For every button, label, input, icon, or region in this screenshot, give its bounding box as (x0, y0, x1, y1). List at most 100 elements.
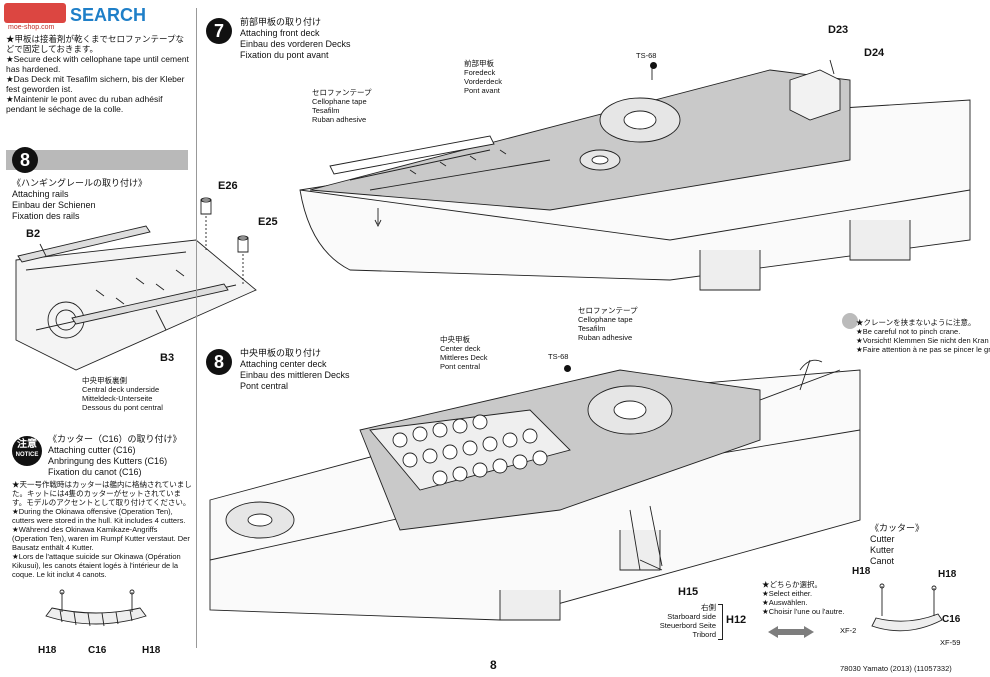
step7-part-d23: D23 (828, 24, 849, 36)
top-note: ★甲板は接着剤が乾くまでセロファンテープなどで固定しておきます。 ★Secure… (6, 34, 190, 114)
double-arrow-icon (768, 626, 814, 638)
cutter-title-fr: Fixation du canot (C16) (48, 467, 142, 477)
rails-caption-fr: Dessous du pont central (82, 403, 163, 412)
part-h12: H12 (726, 614, 747, 626)
step8-main-title-fr: Pont central (240, 381, 289, 391)
part-b2: B2 (26, 228, 41, 240)
step7-tape-label: セロファンテープ Cellophane tape Tesafilm Ruban … (312, 88, 372, 124)
crane-note-de: ★Vorsicht! Klemmen Sie nicht den Kran ei… (856, 336, 990, 345)
notice-badge-ja: 注意 (17, 439, 37, 450)
step7-part-d24: D24 (864, 47, 885, 59)
watermark-mark (4, 3, 66, 23)
cutter-right-h18-left: H18 (852, 566, 871, 577)
cutter-left-h18: H18 (38, 645, 57, 656)
watermark-brand: SEARCH (70, 5, 147, 25)
select-ja: ★どちらか選択。 (762, 580, 822, 589)
crane-note: ★クレーンを挟まないように注意。 ★Be careful not to pinc… (856, 318, 990, 354)
step8-ts68-label: TS-68 (548, 352, 569, 361)
column-divider (196, 8, 197, 648)
top-note-fr: ★Maintenir le pont avec du ruban adhésif… (6, 94, 163, 114)
watermark-site: moe-shop.com (8, 24, 55, 31)
step8-left-title-de: Einbau der Schienen (12, 200, 96, 210)
cutter-left-c16: C16 (88, 645, 107, 656)
starboard-ja: 右側 (701, 603, 716, 612)
part-h15: H15 (678, 586, 699, 598)
step8-center-deck-en: Center deck (440, 344, 481, 353)
step8-tape-de: Tesafilm (578, 324, 606, 333)
step7-title-en: Attaching front deck (240, 28, 320, 38)
step8-left-title-ja: 《ハンギングレールの取り付け》 (12, 178, 148, 188)
cutter-left-h18b: H18 (142, 645, 161, 656)
cutter-right-title-fr: Canot (870, 556, 895, 566)
step7-foredeck-ja: 前部甲板 (464, 59, 494, 68)
crane-warning-dot (842, 313, 858, 329)
step8-main-title-en: Attaching center deck (240, 359, 327, 369)
step7-title-fr: Fixation du pont avant (240, 50, 329, 60)
step8-left-number: 8 (12, 147, 38, 173)
cutter-body: ★天一号作戦時はカッターは艦内に格納されていました。キットには4隻のカッターがセ… (12, 480, 194, 579)
notice-badge: 注意 NOTICE (12, 436, 42, 466)
select-fr: ★Choisir l'une ou l'autre. (762, 607, 845, 616)
cutter-title: 《カッター（C16）の取り付け》 Attaching cutter (C16) … (48, 434, 182, 478)
page-number: 8 (490, 658, 497, 672)
step7-foredeck-label: 前部甲板 Foredeck Vorderdeck Pont avant (464, 59, 502, 95)
step8-main-title: 中央甲板の取り付け Attaching center deck Einbau d… (240, 348, 350, 392)
step8-left-title-fr: Fixation des rails (12, 211, 80, 221)
cutter-right-title-ja: 《カッター》 (870, 523, 925, 533)
starboard-bracket (718, 604, 723, 640)
step7-ship-drawing (299, 59, 971, 291)
step7-tape-ja: セロファンテープ (312, 88, 372, 97)
step7-title: 前部甲板の取り付け Attaching front deck Einbau de… (240, 17, 351, 61)
crane-note-ja: ★クレーンを挟まないように注意。 (856, 318, 976, 327)
step8-center-deck-ja: 中央甲板 (440, 335, 470, 344)
cutter-right-drawing (871, 583, 943, 632)
top-note-ja: ★甲板は接着剤が乾くまでセロファンテープなどで固定しておきます。 (6, 34, 184, 54)
step7-foredeck-de: Vorderdeck (464, 77, 502, 86)
cutter-right-h18-right: H18 (938, 569, 957, 580)
cutter-boat-drawing (45, 589, 147, 627)
cutter-right-c16: C16 (942, 614, 961, 625)
cutter-title-de: Anbringung des Kutters (C16) (48, 456, 168, 466)
step8-tape-en: Cellophane tape (578, 315, 633, 324)
part-b3: B3 (160, 352, 175, 364)
step7-title-ja: 前部甲板の取り付け (240, 17, 322, 27)
select-either-note: ★どちらか選択。 ★Select either. ★Auswählen. ★Ch… (762, 580, 845, 616)
part-e25: E25 (258, 216, 278, 228)
cutter-right-xf59: XF-59 (940, 638, 961, 647)
select-de: ★Auswählen. (762, 598, 808, 607)
top-note-de: ★Das Deck mit Tesafilm sichern, bis der … (6, 74, 185, 94)
step7-ts68-label: TS-68 (636, 51, 657, 60)
step7-tape-de: Tesafilm (312, 106, 340, 115)
cutter-title-en: Attaching cutter (C16) (48, 445, 136, 455)
cutter-right-title-de: Kutter (870, 545, 895, 555)
top-note-en: ★Secure deck with cellophane tape until … (6, 54, 189, 74)
starboard-en: Starboard side (667, 612, 716, 621)
starboard-label: 右側 Starboard side Steuerbord Seite Tribo… (646, 603, 716, 639)
product-code: 78030 Yamato (2013) (11057332) (840, 664, 952, 673)
select-en: ★Select either. (762, 589, 813, 598)
cutter-body-de: ★Während des Okinawa Kamikaze-Angriffs (… (12, 525, 190, 552)
cutter-body-ja: ★天一号作戦時はカッターは艦内に格納されていました。キットには4隻のカッターがセ… (12, 480, 192, 507)
step8-left-title-en: Attaching rails (12, 189, 69, 199)
step8-center-deck-fr: Pont central (440, 362, 481, 371)
step8-main-title-de: Einbau des mittleren Decks (240, 370, 350, 380)
step8-main-number: 8 (206, 349, 232, 375)
rails-caption-de: Mitteldeck-Unterseite (82, 394, 153, 403)
cutter-body-en: ★During the Okinawa offensive (Operation… (12, 507, 186, 525)
step8-ship-drawing (209, 359, 861, 621)
rails-caption-en: Central deck underside (82, 385, 160, 394)
cutter-right-xf2: XF-2 (840, 626, 857, 635)
step8-tape-label: セロファンテープ Cellophane tape Tesafilm Ruban … (578, 306, 638, 342)
step7-tape-en: Cellophane tape (312, 97, 367, 106)
step7-ts68-dot (650, 62, 657, 69)
watermark-logo: SEARCH moe-shop.com (4, 3, 154, 33)
step8-main-title-ja: 中央甲板の取り付け (240, 348, 322, 358)
notice-badge-en: NOTICE (15, 452, 39, 458)
step7-foredeck-en: Foredeck (464, 68, 496, 77)
step8-ts68-dot (564, 365, 571, 372)
step8-center-deck-de: Mittleres Deck (440, 353, 488, 362)
step8-left-header-bar (6, 150, 188, 170)
step8-left-title: 《ハンギングレールの取り付け》 Attaching rails Einbau d… (12, 178, 147, 222)
cutter-body-fr: ★Lors de l'attaque suicide sur Okinawa (… (12, 552, 181, 579)
step7-title-de: Einbau des vorderen Decks (240, 39, 351, 49)
